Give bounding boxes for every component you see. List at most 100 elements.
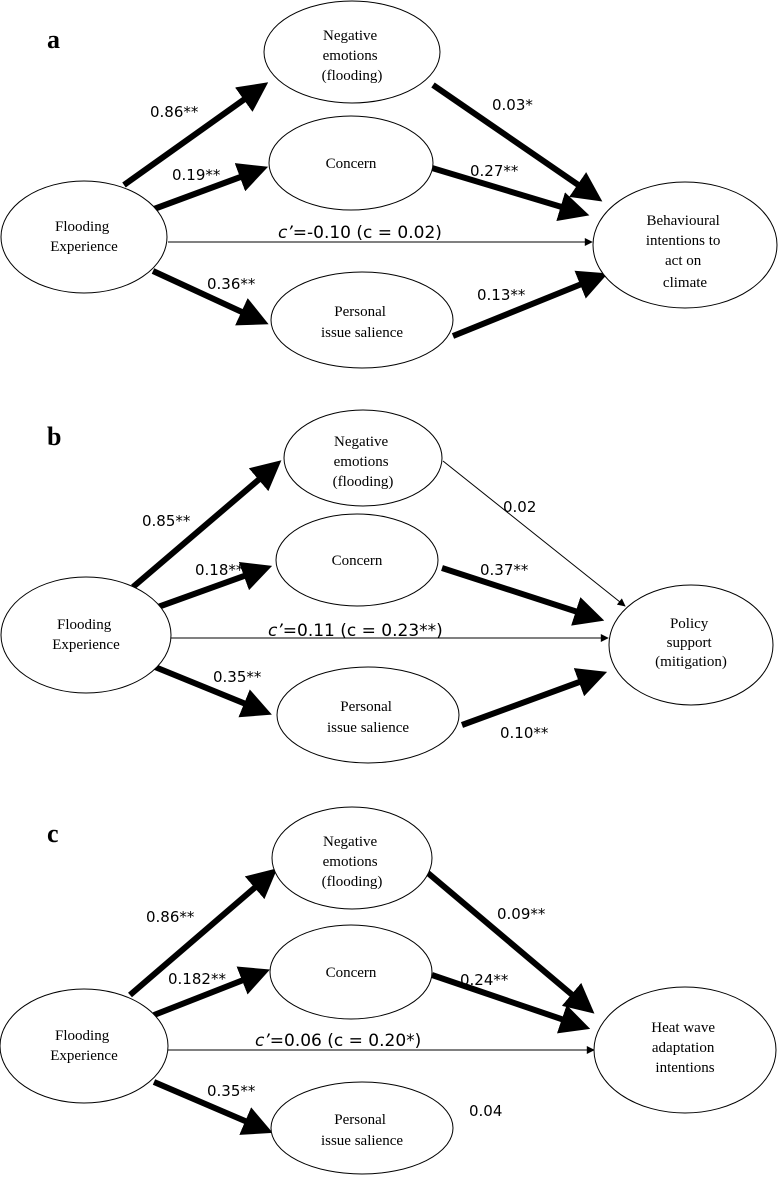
node-concern: Concern	[268, 115, 434, 211]
edge-flooding-concern	[152, 966, 270, 1018]
node-line: emotions	[323, 48, 378, 64]
node-flooding-experience: Flooding Experience	[0, 576, 172, 694]
edge-flooding-salience	[153, 664, 272, 718]
edge-negative-outcome	[420, 865, 595, 1014]
node-line: Concern	[326, 965, 377, 981]
edge-flooding-salience	[151, 268, 269, 326]
node-concern: Concern	[275, 513, 439, 607]
node-line: (flooding)	[333, 474, 394, 490]
edge-negative-outcome	[442, 460, 626, 607]
svg-text:Concern: Concern	[326, 965, 377, 981]
panel-a: a Flooding Experience Negative emotions …	[0, 0, 778, 369]
panel-label-a: a	[47, 25, 60, 54]
panel-c: c Flooding Experience Negative emotions …	[0, 806, 777, 1175]
node-line: Experience	[52, 637, 120, 653]
edge-flooding-salience	[152, 1079, 273, 1135]
coef-flooding-salience: 0.35**	[207, 1082, 256, 1100]
svg-text:Personal issue salienc: Personal issue salience	[321, 1112, 403, 1149]
node-flooding-experience: Flooding Experience	[0, 988, 169, 1104]
node-policy-support: Policy support (mitigation)	[608, 584, 774, 706]
svg-text:Concern: Concern	[326, 156, 377, 172]
node-line: Policy	[670, 616, 709, 632]
node-line: Flooding	[57, 617, 112, 633]
coef-flooding-salience: 0.35**	[213, 668, 262, 686]
coef-direct: c’=0.11 (c = 0.23**)	[268, 621, 443, 641]
svg-text:Negative emotions: Negative emotions (flooding)	[322, 28, 383, 84]
node-personal-issue-salience: Personal issue salience	[270, 271, 454, 369]
coef-concern-outcome: 0.37**	[480, 561, 529, 579]
node-concern: Concern	[269, 924, 433, 1020]
node-line: climate	[663, 275, 707, 291]
node-line: Concern	[326, 156, 377, 172]
coef-flooding-concern: 0.18**	[195, 561, 244, 579]
svg-text:Flooding Experience: Flooding Experience	[52, 617, 120, 653]
node-negative-emotions: Negative emotions (flooding)	[283, 409, 443, 507]
edge-flooding-concern	[152, 163, 269, 212]
node-behavioural-intentions: Behavioural intentions to act on climate	[592, 181, 778, 309]
node-line: Behavioural	[646, 213, 719, 229]
coef-salience-outcome: 0.10**	[500, 724, 549, 742]
c-prime-symbol: c’	[268, 621, 283, 641]
node-line: (mitigation)	[655, 654, 727, 670]
panel-label-c: c	[47, 819, 59, 848]
node-line: (flooding)	[322, 68, 383, 84]
node-line: Experience	[50, 239, 118, 255]
node-line: act on	[665, 253, 702, 269]
panel-label-b: b	[47, 422, 61, 451]
edge-flooding-negative	[131, 460, 282, 590]
coef-direct-value: =-0.10 (c = 0.02)	[293, 223, 442, 243]
c-prime-symbol: c’	[278, 223, 293, 243]
node-line: issue salience	[321, 1133, 403, 1149]
edge-flooding-negative	[128, 868, 278, 998]
svg-text:Flooding Experience: Flooding Experience	[50, 219, 118, 255]
node-line: Personal	[334, 304, 386, 320]
svg-text:Concern: Concern	[332, 553, 383, 569]
coef-negative-outcome: 0.03*	[492, 96, 533, 114]
coef-concern-outcome: 0.27**	[470, 162, 519, 180]
edge-flooding-negative	[122, 82, 269, 188]
node-line: emotions	[323, 854, 378, 870]
node-line: (flooding)	[322, 874, 383, 890]
svg-text:Negative emotions: Negative emotions (flooding)	[322, 834, 383, 890]
node-line: issue salience	[321, 325, 403, 341]
svg-text:Behavioural intentions: Behavioural intentions to act on climate	[646, 213, 724, 291]
svg-text:Personal issue salienc: Personal issue salience	[327, 699, 409, 736]
node-heat-wave-adaptation: Heat wave adaptation intentions	[593, 986, 777, 1114]
coef-salience-outcome: 0.04	[469, 1102, 502, 1120]
coef-concern-outcome: 0.24**	[460, 971, 509, 989]
node-negative-emotions: Negative emotions (flooding)	[263, 0, 441, 104]
coef-direct: c’=-0.10 (c = 0.02)	[278, 223, 442, 243]
svg-text:Policy support: Policy support (mitigation)	[655, 616, 727, 670]
coef-flooding-concern: 0.182**	[168, 970, 226, 988]
coef-flooding-negative: 0.85**	[142, 512, 191, 530]
node-line: intentions to	[646, 233, 721, 249]
edge-concern-outcome	[431, 972, 591, 1034]
edge-salience-outcome	[460, 668, 608, 728]
edge-salience-outcome	[451, 270, 608, 339]
node-line: support	[667, 635, 713, 651]
node-line: emotions	[334, 454, 389, 470]
coef-flooding-concern: 0.19**	[172, 166, 221, 184]
node-line: Heat wave	[651, 1020, 715, 1036]
coef-flooding-salience: 0.36**	[207, 275, 256, 293]
edge-concern-outcome	[431, 165, 590, 222]
svg-text:Personal issue salienc: Personal issue salience	[321, 304, 403, 341]
coef-direct-value: =0.11 (c = 0.23**)	[283, 621, 443, 641]
node-line: Experience	[50, 1048, 118, 1064]
node-line: Flooding	[55, 219, 110, 235]
coef-flooding-negative: 0.86**	[146, 908, 195, 926]
node-line: Negative	[323, 28, 377, 44]
node-personal-issue-salience: Personal issue salience	[270, 1081, 454, 1175]
coef-negative-outcome: 0.09**	[497, 905, 546, 923]
node-line: Personal	[334, 1112, 386, 1128]
svg-text:Heat wave adaptation: Heat wave adaptation intentions	[651, 1020, 718, 1076]
node-line: Flooding	[55, 1028, 110, 1044]
node-line: issue salience	[327, 720, 409, 736]
edge-flooding-concern	[156, 561, 273, 610]
node-personal-issue-salience: Personal issue salience	[276, 666, 460, 764]
coef-salience-outcome: 0.13**	[477, 286, 526, 304]
coef-direct: c’=0.06 (c = 0.20*)	[255, 1031, 421, 1051]
coef-negative-outcome: 0.02	[503, 498, 536, 516]
node-line: Negative	[323, 834, 377, 850]
node-line: adaptation	[652, 1040, 715, 1056]
